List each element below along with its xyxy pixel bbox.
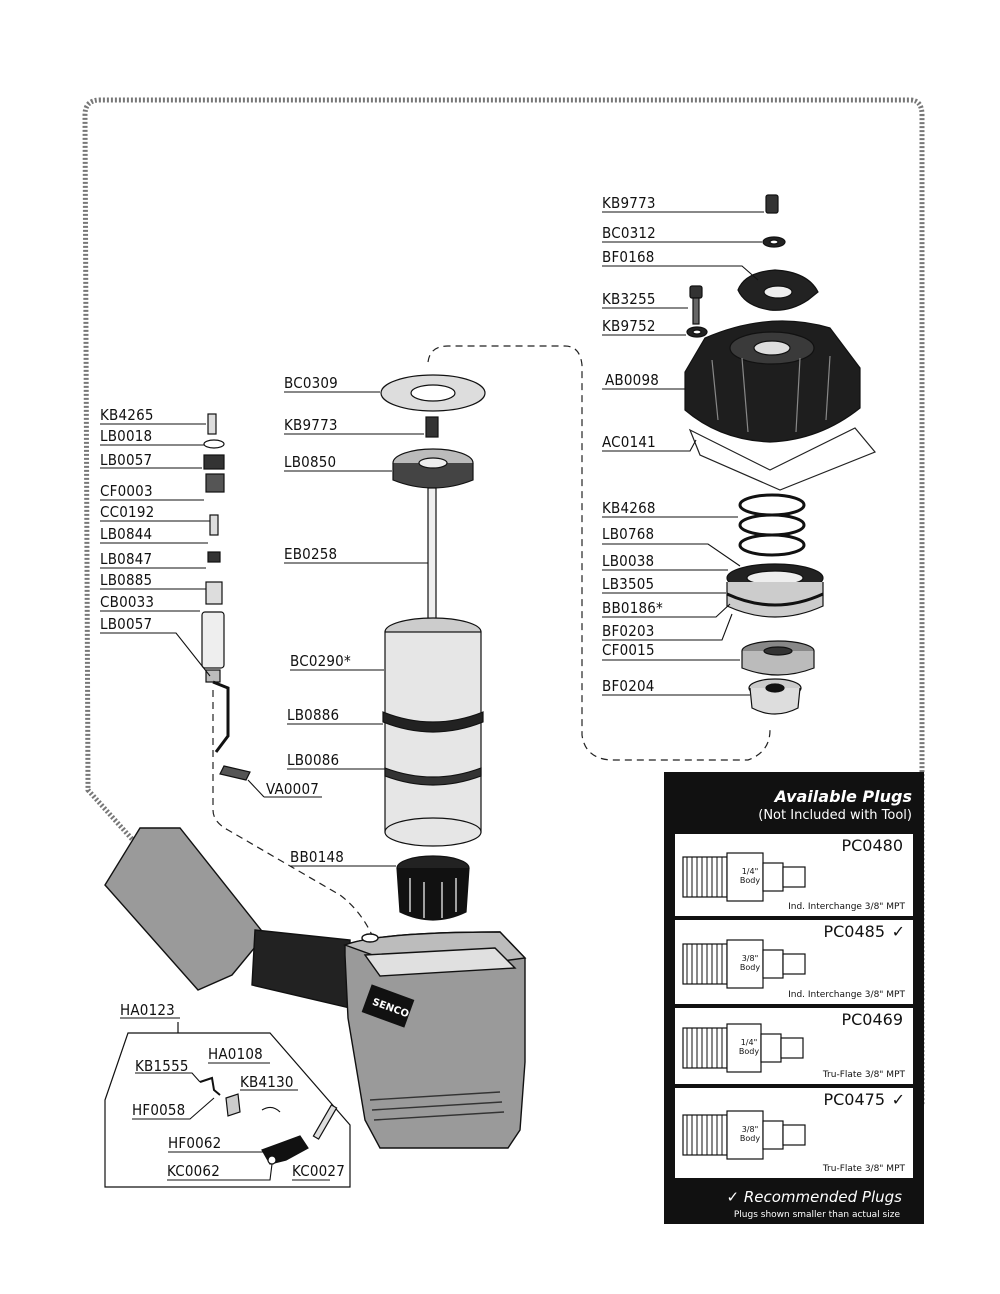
part-label-HA0123: HA0123 — [120, 1001, 175, 1019]
plug-icon — [682, 852, 806, 902]
part-label-LB0086: LB0086 — [287, 751, 340, 769]
part-label-KC0027: KC0027 — [292, 1162, 345, 1180]
part-label-LB3505: LB3505 — [602, 575, 655, 593]
part-label-HA0108: HA0108 — [208, 1045, 263, 1063]
plug-icon — [682, 1023, 804, 1073]
assembly-dashed-paths — [212, 345, 771, 936]
part-label-CF0003: CF0003 — [100, 482, 153, 500]
part-label-HF0058: HF0058 — [132, 1101, 186, 1119]
part-label-AC0141: AC0141 — [602, 433, 656, 451]
trigger-assembly-box — [104, 1022, 351, 1188]
cylinder-assembly-parts — [380, 374, 486, 921]
part-label-BC0290: BC0290* — [290, 652, 351, 670]
plug-description: Tru-Flate 3/8" MPT — [822, 1164, 905, 1174]
part-label-LB0847: LB0847 — [100, 550, 153, 568]
plug-description: Ind. Interchange 3/8" MPT — [788, 902, 905, 912]
check-icon: ✓ — [726, 1188, 740, 1206]
part-label-LB0018: LB0018 — [100, 427, 153, 445]
part-label-BF0168: BF0168 — [602, 248, 655, 266]
part-label-KB9752: KB9752 — [602, 317, 656, 335]
part-label-KB9773-mid: KB9773 — [284, 416, 338, 434]
head-assembly-parts — [684, 194, 876, 715]
part-label-KB4268: KB4268 — [602, 499, 656, 517]
part-label-VA0007: VA0007 — [266, 780, 320, 798]
plug-icon — [682, 1110, 806, 1160]
plug-body-size: 3/8" Body — [739, 1125, 761, 1143]
part-label-LB0038: LB0038 — [602, 552, 655, 570]
part-label-LB0768: LB0768 — [602, 525, 655, 543]
nailer-body — [104, 827, 527, 1149]
available-plugs-panel: Available Plugs (Not Included with Tool)… — [664, 772, 924, 1224]
part-label-LB0850: LB0850 — [284, 453, 337, 471]
part-label-HF0062: HF0062 — [168, 1134, 222, 1152]
recommended-check-icon: ✓ — [891, 1090, 905, 1109]
part-label-CF0015: CF0015 — [602, 641, 655, 659]
part-label-LB0844: LB0844 — [100, 525, 153, 543]
part-label-BC0312: BC0312 — [602, 224, 656, 242]
part-label-KB1555: KB1555 — [135, 1057, 189, 1075]
part-label-AB0098: AB0098 — [605, 371, 660, 389]
part-label-LB0885: LB0885 — [100, 571, 153, 589]
plug-description: Ind. Interchange 3/8" MPT — [788, 990, 905, 1000]
plugs-panel-title: Available Plugs — [774, 787, 912, 806]
part-label-BB0148: BB0148 — [290, 848, 345, 866]
part-label-KB3255: KB3255 — [602, 290, 656, 308]
plugs-size-note: Plugs shown smaller than actual size — [733, 1210, 900, 1220]
part-label-LB0886: LB0886 — [287, 706, 340, 724]
part-label-CC0192: CC0192 — [100, 503, 155, 521]
recommended-label: Recommended Plugs — [743, 1188, 902, 1206]
part-label-BF0204: BF0204 — [602, 677, 655, 695]
leader-lines — [100, 211, 764, 1181]
part-label-KB4265: KB4265 — [100, 406, 154, 424]
valve-stack-parts — [201, 413, 251, 781]
part-label-KB4130: KB4130 — [240, 1073, 294, 1091]
plug-icon — [682, 939, 806, 989]
plug-body-size: 3/8" Body — [739, 954, 761, 972]
plug-part-number: PC0469 — [841, 1010, 903, 1029]
part-label-BB0186: BB0186* — [602, 599, 663, 617]
plug-part-number: PC0480 — [841, 836, 903, 855]
recommended-legend: ✓ Recommended Plugs — [664, 1188, 903, 1206]
part-label-CB0033: CB0033 — [100, 593, 155, 611]
plug-part-number: PC0475 — [823, 1090, 885, 1109]
plug-body-size: 1/4" Body — [738, 1038, 760, 1056]
part-label-LB0057-a: LB0057 — [100, 451, 153, 469]
plugs-panel-subtitle: (Not Included with Tool) — [758, 808, 912, 823]
plug-description: Tru-Flate 3/8" MPT — [822, 1070, 905, 1080]
plug-part-number: PC0485 — [823, 922, 885, 941]
part-label-LB0057-b: LB0057 — [100, 615, 153, 633]
plug-body-size: 1/4" Body — [739, 867, 761, 885]
part-label-BF0203: BF0203 — [602, 622, 655, 640]
part-label-KC0062: KC0062 — [167, 1162, 220, 1180]
part-label-KB9773-top: KB9773 — [602, 194, 656, 212]
part-label-BC0309: BC0309 — [284, 374, 338, 392]
recommended-check-icon: ✓ — [891, 922, 905, 941]
part-label-EB0258: EB0258 — [284, 545, 338, 563]
